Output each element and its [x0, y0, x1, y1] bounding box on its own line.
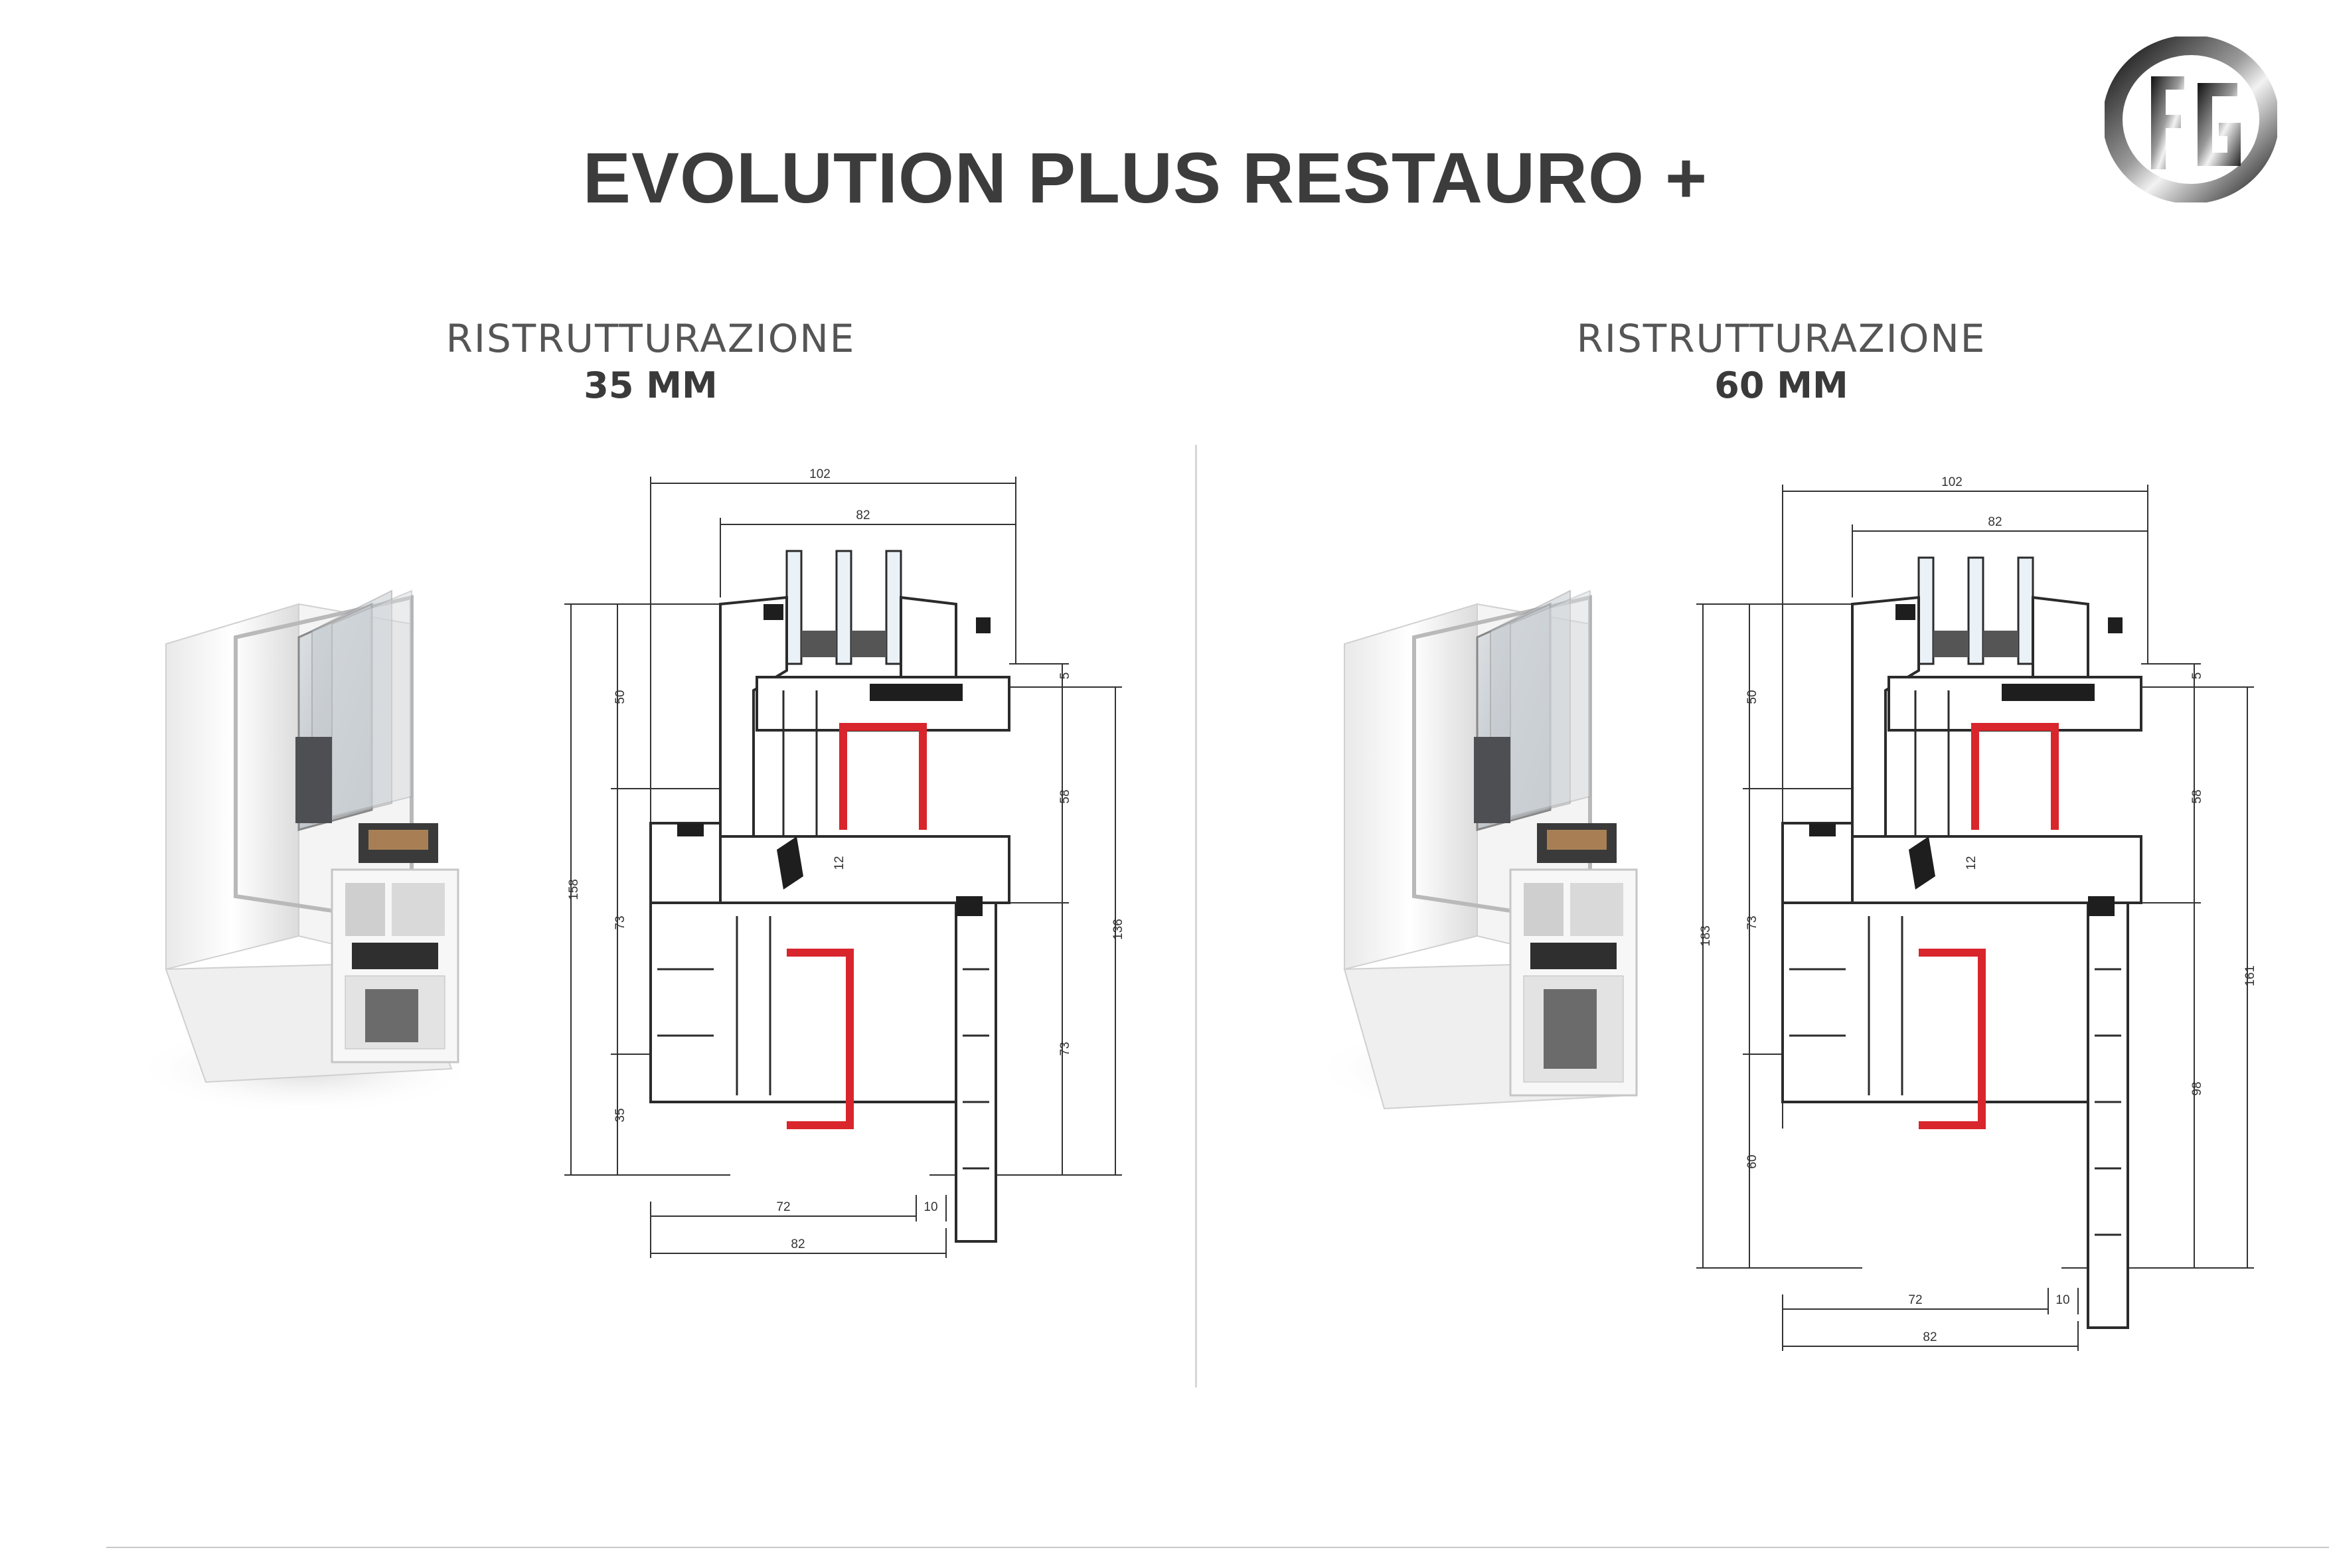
- dim-right-c: 12: [1965, 856, 1978, 870]
- dim-bottom-b: 10: [2055, 1293, 2069, 1307]
- page-title: EVOLUTION PLUS RESTAURO +: [582, 137, 1708, 218]
- subtitle-left: RISTRUTTURAZIONE: [445, 316, 856, 361]
- dim-left-b: 73: [613, 915, 627, 929]
- bottom-rule: [106, 1547, 2329, 1548]
- dim-left-c: 35: [613, 1108, 627, 1122]
- dim-right-a: 5: [2190, 672, 2204, 680]
- dim-right-total: 136: [1111, 919, 1125, 940]
- profile-render-right: [1311, 589, 1656, 1115]
- section-drawing-left: 102 82 158 50 73 35 5 58 12 136 73 72 10…: [564, 467, 1125, 1258]
- panel-heading-right: RISTRUTTURAZIONE 60 MM: [1516, 315, 2047, 410]
- panel-heading-left: RISTRUTTURAZIONE 35 MM: [385, 315, 916, 410]
- dim-right-c: 12: [833, 856, 846, 870]
- dim-right-b: 58: [1058, 789, 1072, 803]
- dim-left-b: 73: [1745, 915, 1759, 929]
- dim-bottom-a: 72: [776, 1200, 790, 1214]
- dim-right-d: 73: [1058, 1042, 1072, 1056]
- dim-top-overall: 102: [1941, 475, 1963, 489]
- dim-right-b: 58: [2190, 789, 2204, 803]
- dim-left-a: 50: [1745, 690, 1759, 704]
- dim-top-inner: 82: [1988, 515, 2002, 529]
- dim-bottom-a: 72: [1908, 1293, 1922, 1307]
- fg-logo-icon: [2105, 37, 2277, 202]
- dim-top-inner: 82: [856, 509, 870, 522]
- dim-right-a: 5: [1058, 672, 1072, 680]
- dim-bottom-total: 82: [791, 1237, 805, 1251]
- dim-left-c: 60: [1745, 1154, 1759, 1168]
- subtitle-right: RISTRUTTURAZIONE: [1576, 316, 1986, 361]
- dim-right-d: 98: [2190, 1081, 2204, 1095]
- panel-divider: [1195, 445, 1197, 1387]
- size-label-right: 60 MM: [1714, 364, 1848, 406]
- section-drawing-right: 102 82 183 50 73 60 5 58 12 161 98 72 10…: [1696, 475, 2257, 1351]
- dim-bottom-b: 10: [924, 1200, 937, 1214]
- dim-left-a: 50: [613, 690, 627, 704]
- dim-left-total: 158: [567, 879, 581, 900]
- dim-top-overall: 102: [809, 467, 831, 481]
- dim-right-total: 161: [2243, 965, 2257, 986]
- size-label-left: 35 MM: [584, 364, 718, 406]
- dim-bottom-total: 82: [1923, 1330, 1937, 1344]
- dim-left-total: 183: [1699, 925, 1713, 947]
- profile-render-left: [133, 589, 478, 1115]
